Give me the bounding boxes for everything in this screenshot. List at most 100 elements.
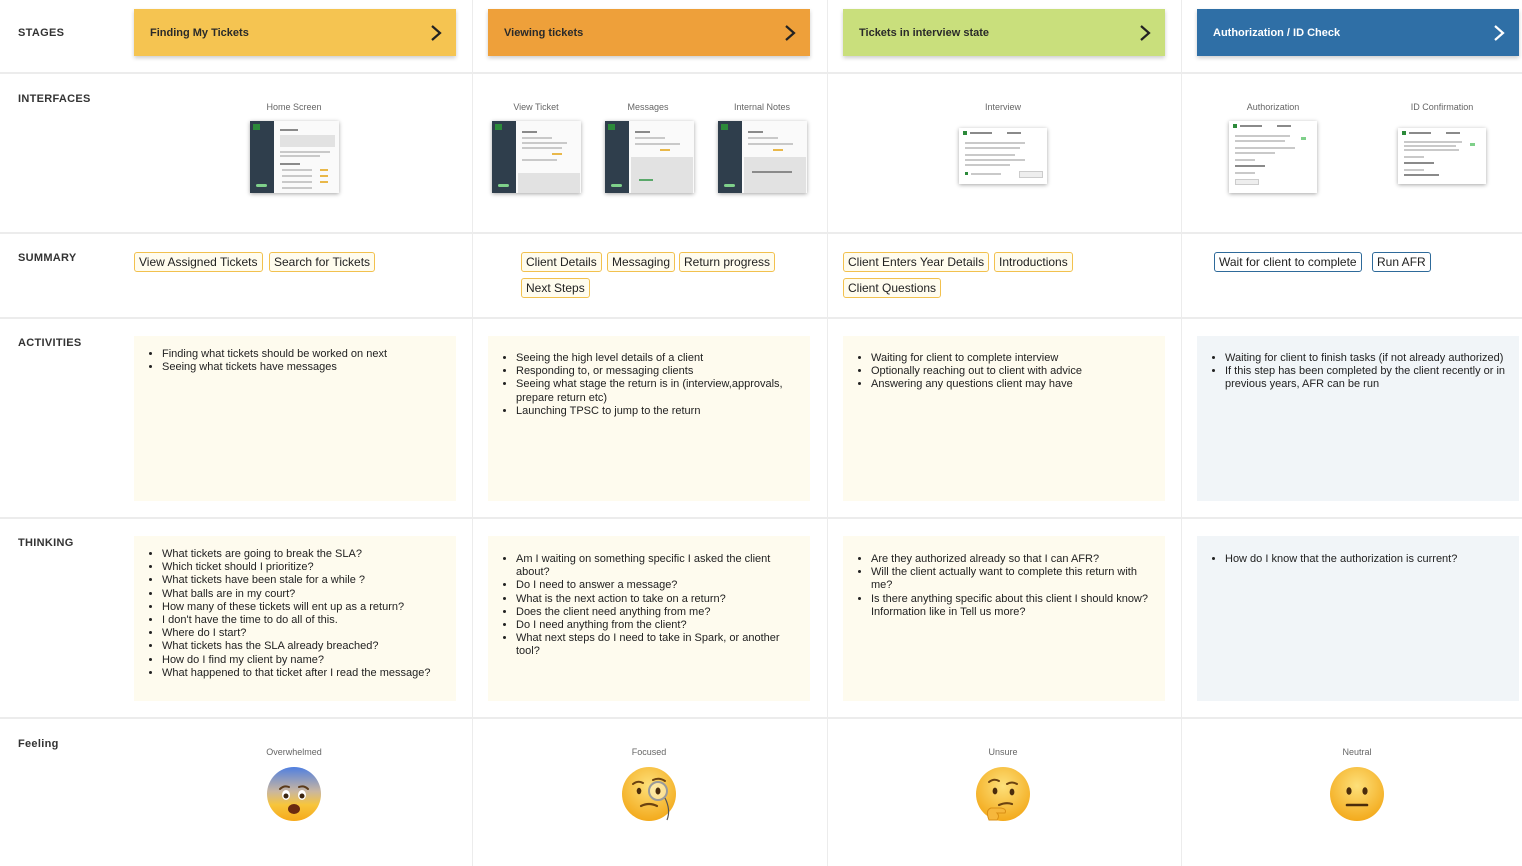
activities-card: Finding what tickets should be worked on… xyxy=(134,336,456,501)
thinking-card: How do I know that the authorization is … xyxy=(1197,536,1519,701)
chevron-right-icon xyxy=(770,24,810,42)
list-item: How many of these tickets will ent up as… xyxy=(162,601,446,614)
list-item: What tickets has the SLA already breache… xyxy=(162,640,446,653)
row-divider xyxy=(0,72,1522,74)
view-ticket-thumbnail[interactable] xyxy=(492,121,581,193)
list-item: What tickets are going to break the SLA? xyxy=(162,548,446,561)
thinking-list: What tickets are going to break the SLA?… xyxy=(150,548,446,680)
summary-tag[interactable]: Client Questions xyxy=(843,278,942,298)
chevron-right-icon xyxy=(1479,24,1519,42)
row-label-summary: SUMMARY xyxy=(18,252,77,264)
list-item: If this step has been completed by the c… xyxy=(1225,365,1509,391)
column-divider xyxy=(472,0,473,866)
chevron-right-icon xyxy=(1125,24,1165,42)
list-item: Which ticket should I prioritize? xyxy=(162,561,446,574)
feeling-label: Overwhelmed xyxy=(266,747,322,757)
feeling-label: Focused xyxy=(631,747,667,757)
interface-label-id-confirmation: ID Confirmation xyxy=(1410,102,1474,112)
summary-tag[interactable]: Run AFR xyxy=(1372,252,1431,272)
activities-card: Waiting for client to complete interview… xyxy=(843,336,1165,501)
interface-label-view-ticket: View Ticket xyxy=(513,102,559,112)
stage-authorization-id-check[interactable]: Authorization / ID Check xyxy=(1197,9,1519,56)
stage-title: Authorization / ID Check xyxy=(1213,26,1341,39)
summary-tag[interactable]: Introductions xyxy=(994,252,1073,272)
summary-tag[interactable]: Next Steps xyxy=(521,278,590,298)
interface-label-home-screen: Home Screen xyxy=(266,102,322,112)
list-item: What balls are in my court? xyxy=(162,588,446,601)
list-item: Seeing the high level details of a clien… xyxy=(516,352,800,365)
interview-thumbnail[interactable] xyxy=(959,128,1047,184)
list-item: What next steps do I need to take in Spa… xyxy=(516,632,800,658)
home-screen-thumbnail[interactable] xyxy=(250,121,339,193)
row-label-interfaces: INTERFACES xyxy=(18,93,91,105)
list-item: Finding what tickets should be worked on… xyxy=(162,348,446,361)
messages-thumbnail[interactable] xyxy=(605,121,694,193)
row-divider xyxy=(0,517,1522,519)
list-item: Waiting for client to finish tasks (if n… xyxy=(1225,352,1509,365)
thinking-card: What tickets are going to break the SLA?… xyxy=(134,536,456,701)
column-divider xyxy=(1181,0,1182,866)
interface-label-messages: Messages xyxy=(627,102,669,112)
list-item: How do I find my client by name? xyxy=(162,654,446,667)
feeling-label: Unsure xyxy=(988,747,1018,757)
summary-tag[interactable]: Wait for client to complete xyxy=(1214,252,1362,272)
feeling-label: Neutral xyxy=(1342,747,1372,757)
list-item: What tickets have been stale for a while… xyxy=(162,574,446,587)
thinking-list: Am I waiting on something specific I ask… xyxy=(504,553,800,659)
row-divider xyxy=(0,232,1522,234)
list-item: Seeing what tickets have messages xyxy=(162,361,446,374)
thinking-list: Are they authorized already so that I ca… xyxy=(859,553,1155,619)
monocle-face-icon xyxy=(622,767,676,821)
list-item: Where do I start? xyxy=(162,627,446,640)
activities-card: Waiting for client to finish tasks (if n… xyxy=(1197,336,1519,501)
list-item: Are they authorized already so that I ca… xyxy=(871,553,1155,566)
stage-finding-my-tickets[interactable]: Finding My Tickets xyxy=(134,9,456,56)
stage-tickets-in-interview-state[interactable]: Tickets in interview state xyxy=(843,9,1165,56)
activities-card: Seeing the high level details of a clien… xyxy=(488,336,810,501)
stage-title: Viewing tickets xyxy=(504,26,584,39)
row-divider xyxy=(0,717,1522,719)
list-item: I don't have the time to do all of this. xyxy=(162,614,446,627)
list-item: Waiting for client to complete interview xyxy=(871,352,1155,365)
list-item: What happened to that ticket after I rea… xyxy=(162,667,446,680)
list-item: Do I need to answer a message? xyxy=(516,579,800,592)
list-item: Am I waiting on something specific I ask… xyxy=(516,553,800,579)
row-label-activities: ACTIVITIES xyxy=(18,337,82,349)
row-label-thinking: THINKING xyxy=(18,537,74,549)
list-item: Optionally reaching out to client with a… xyxy=(871,365,1155,378)
neutral-face-icon xyxy=(1330,767,1384,821)
thinking-face-icon xyxy=(976,767,1030,821)
column-divider xyxy=(827,0,828,866)
list-item: Seeing what stage the return is in (inte… xyxy=(516,378,800,404)
list-item: What is the next action to take on a ret… xyxy=(516,593,800,606)
stage-viewing-tickets[interactable]: Viewing tickets xyxy=(488,9,810,56)
activities-list: Seeing the high level details of a clien… xyxy=(504,352,800,418)
activities-list: Finding what tickets should be worked on… xyxy=(150,348,446,374)
chevron-right-icon xyxy=(416,24,456,42)
id-confirmation-thumbnail[interactable] xyxy=(1398,128,1486,184)
thinking-card: Am I waiting on something specific I ask… xyxy=(488,536,810,701)
list-item: Is there anything specific about this cl… xyxy=(871,593,1155,619)
summary-tag[interactable]: Client Enters Year Details xyxy=(843,252,990,272)
summary-tag[interactable]: Messaging xyxy=(607,252,676,272)
activities-list: Waiting for client to complete interview… xyxy=(859,352,1155,392)
interface-label-internal-notes: Internal Notes xyxy=(733,102,791,112)
list-item: Responding to, or messaging clients xyxy=(516,365,800,378)
summary-tag[interactable]: View Assigned Tickets xyxy=(134,252,263,272)
row-divider xyxy=(0,317,1522,319)
thinking-list: How do I know that the authorization is … xyxy=(1213,553,1509,566)
summary-tag[interactable]: Return progress xyxy=(679,252,776,272)
list-item: Will the client actually want to complet… xyxy=(871,566,1155,592)
summary-tag[interactable]: Client Details xyxy=(521,252,602,272)
activities-list: Waiting for client to finish tasks (if n… xyxy=(1213,352,1509,392)
anxious-face-icon xyxy=(267,767,321,821)
thinking-card: Are they authorized already so that I ca… xyxy=(843,536,1165,701)
interface-label-authorization: Authorization xyxy=(1246,102,1300,112)
list-item: Launching TPSC to jump to the return xyxy=(516,405,800,418)
summary-tag[interactable]: Search for Tickets xyxy=(269,252,376,272)
stage-title: Finding My Tickets xyxy=(150,26,249,39)
interface-label-interview: Interview xyxy=(984,102,1021,112)
internal-notes-thumbnail[interactable] xyxy=(718,121,807,193)
authorization-thumbnail[interactable] xyxy=(1229,121,1317,193)
list-item: Answering any questions client may have xyxy=(871,378,1155,391)
